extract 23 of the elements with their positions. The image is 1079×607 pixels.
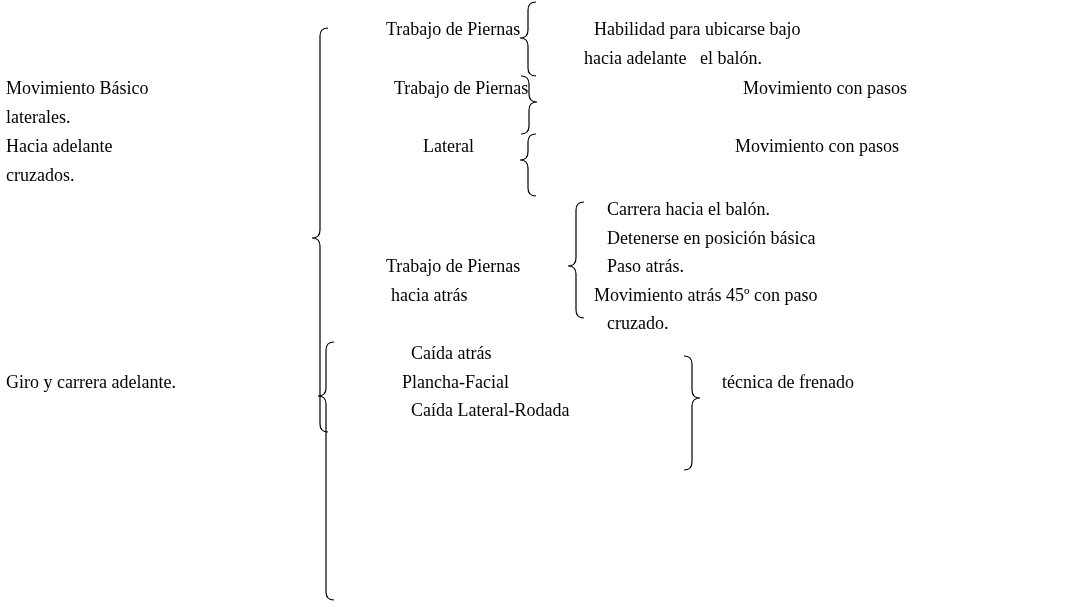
outline-text: Detenerse en posición básica bbox=[607, 227, 816, 250]
outline-text: hacia adelante el balón. bbox=[584, 47, 762, 70]
outline-text: Habilidad para ubicarse bajo bbox=[594, 18, 801, 41]
outline-text: Trabajo de Piernas bbox=[386, 255, 521, 278]
outline-text: Carrera hacia el balón. bbox=[607, 198, 770, 221]
outline-text: Movimiento con pasos bbox=[743, 77, 907, 100]
outline-text: laterales. bbox=[6, 106, 71, 129]
outline-text: Paso atrás. bbox=[607, 255, 684, 278]
outline-text: cruzado. bbox=[607, 312, 669, 335]
outline-text: cruzados. bbox=[6, 164, 75, 187]
outline-text: Trabajo de Piernas bbox=[394, 77, 529, 100]
outline-text: Caída atrás bbox=[411, 342, 492, 365]
outline-text: Caída Lateral-Rodada bbox=[411, 399, 570, 422]
outline-text: hacia atrás bbox=[391, 284, 468, 307]
outline-text: Giro y carrera adelante. bbox=[6, 371, 176, 394]
outline-text: Movimiento atrás 45º con paso bbox=[594, 284, 818, 307]
outline-text: Movimiento con pasos bbox=[735, 135, 899, 158]
outline-text: Hacia adelante bbox=[6, 135, 113, 158]
outline-text: técnica de frenado bbox=[722, 371, 854, 394]
outline-text: Trabajo de Piernas bbox=[386, 18, 521, 41]
outline-text: Lateral bbox=[423, 135, 474, 158]
outline-text: Plancha-Facial bbox=[402, 371, 509, 394]
outline-text: Movimiento Básico bbox=[6, 77, 149, 100]
